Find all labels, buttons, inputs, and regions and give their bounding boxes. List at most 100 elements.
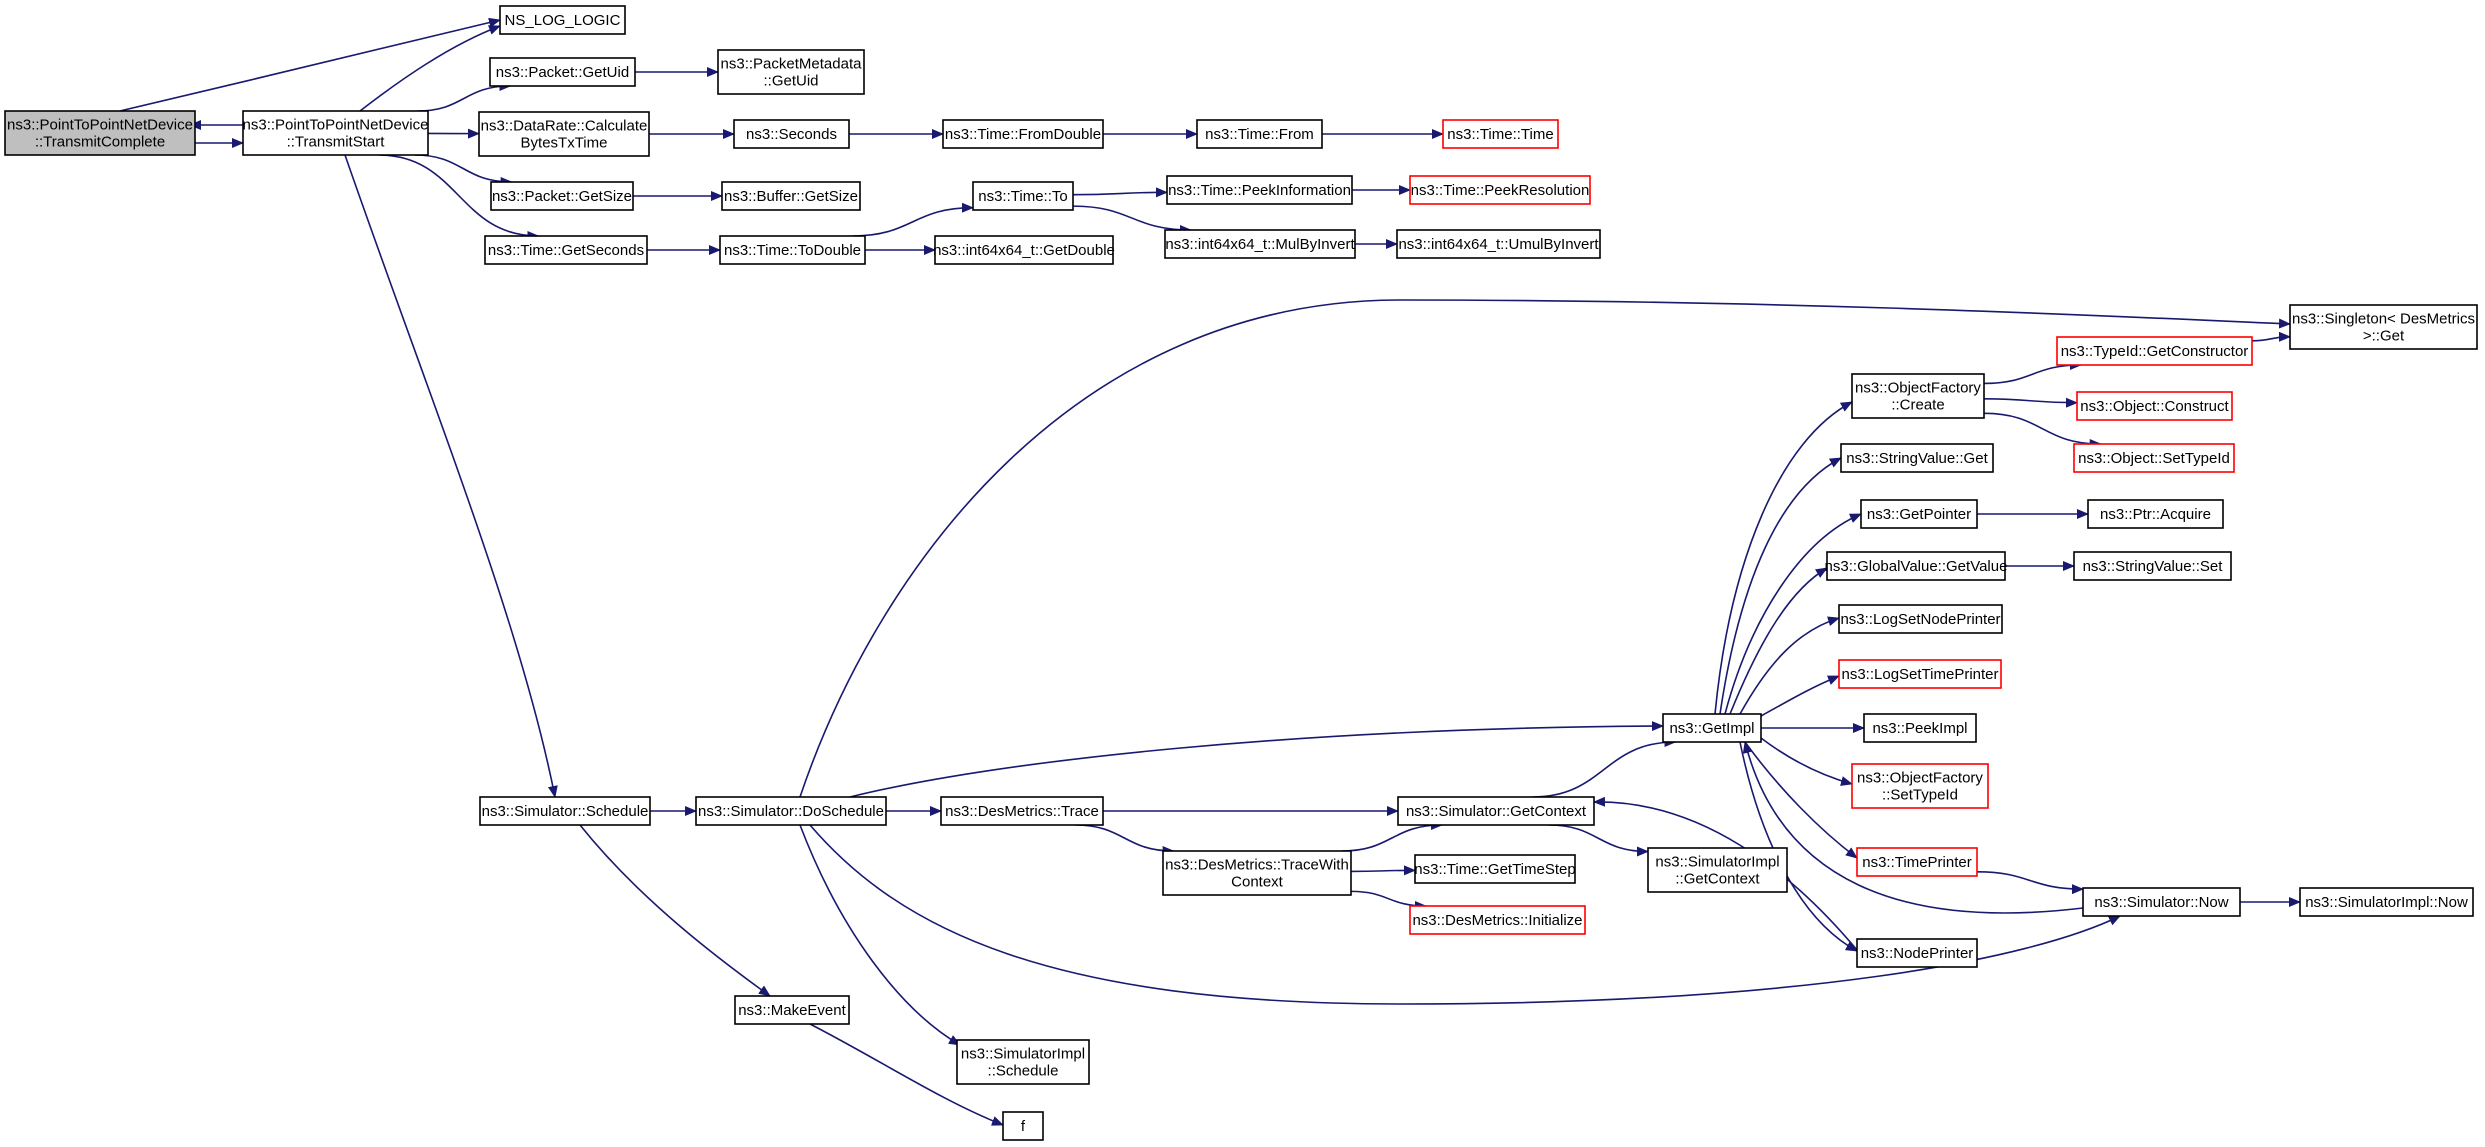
graph-node-tpi[interactable]: ns3::Time::PeekInformation — [1166, 175, 1353, 205]
graph-node-igd[interactable]: ns3::int64x64_t::GetDouble — [933, 235, 1115, 265]
node-box — [242, 110, 429, 156]
graph-node-sinow[interactable]: ns3::SimulatorImpl::Now — [2299, 887, 2474, 917]
edge-ofc-to-tigc — [1983, 360, 2082, 385]
graph-node-tgs[interactable]: ns3::Time::GetSeconds — [484, 235, 648, 265]
node-label: ns3::Object::Construct — [2080, 398, 2229, 415]
edge-ts-to-tgs — [378, 154, 540, 241]
edge-dos-to-sis — [799, 824, 961, 1046]
graph-node-sec[interactable]: ns3::Seconds — [733, 119, 850, 149]
graph-node-imbi[interactable]: ns3::int64x64_t::MulByInvert — [1164, 229, 1356, 259]
node-box — [2082, 887, 2241, 917]
graph-node-gvgv[interactable]: ns3::GlobalValue::GetValue — [1825, 551, 2008, 581]
edge-ofc-to-oc — [1983, 397, 2078, 408]
graph-node-dmi[interactable]: ns3::DesMetrics::Initialize — [1409, 905, 1586, 935]
node-label: ::Create — [1891, 397, 1944, 414]
graph-node-ofst[interactable]: ns3::ObjectFactory::SetTypeId — [1851, 763, 1989, 809]
graph-node-snow[interactable]: ns3::Simulator::Now — [2082, 887, 2241, 917]
node-label: ns3::Simulator::GetContext — [1406, 803, 1587, 820]
node-box — [1863, 713, 1977, 743]
graph-node-tigc[interactable]: ns3::TypeId::GetConstructor — [2056, 336, 2253, 366]
edge-tto-to-tpi — [1072, 187, 1168, 198]
node-box — [1442, 119, 1559, 149]
node-label: ns3::Ptr::Acquire — [2100, 506, 2211, 523]
graph-node-ttd[interactable]: ns3::Time::ToDouble — [719, 235, 866, 265]
graph-node-tgts[interactable]: ns3::Time::GetTimeStep — [1414, 854, 1576, 884]
node-label: ns3::Simulator::DoSchedule — [698, 803, 884, 820]
graph-node-sis[interactable]: ns3::SimulatorImpl::Schedule — [956, 1039, 1090, 1085]
node-box — [972, 181, 1074, 211]
graph-node-sgc[interactable]: ns3::Simulator::GetContext — [1397, 796, 1595, 826]
graph-node-dos[interactable]: ns3::Simulator::DoSchedule — [695, 796, 887, 826]
graph-node-pgs[interactable]: ns3::Packet::GetSize — [490, 181, 634, 211]
graph-node-tpr[interactable]: ns3::Time::PeekResolution — [1409, 175, 1591, 205]
node-box — [479, 796, 651, 826]
node-label: ::TransmitStart — [287, 134, 386, 151]
graph-node-ts[interactable]: ns3::PointToPointNetDevice::TransmitStar… — [242, 110, 429, 156]
edge-tc-to-nslog — [119, 17, 501, 112]
graph-node-pmgu[interactable]: ns3::PacketMetadata::GetUid — [717, 49, 865, 95]
graph-node-lsnp[interactable]: ns3::LogSetNodePrinter — [1838, 604, 2003, 634]
graph-node-lstp[interactable]: ns3::LogSetTimePrinter — [1838, 659, 2002, 689]
graph-node-oc[interactable]: ns3::Object::Construct — [2076, 391, 2233, 421]
graph-node-tto[interactable]: ns3::Time::To — [972, 181, 1074, 211]
node-box — [956, 1039, 1090, 1085]
node-label: ns3::Seconds — [746, 126, 837, 143]
graph-node-pi[interactable]: ns3::PeekImpl — [1863, 713, 1977, 743]
edge-ts-to-sch — [344, 154, 558, 798]
graph-node-dmt[interactable]: ns3::DesMetrics::Trace — [940, 796, 1104, 826]
node-label: ns3::ObjectFactory — [1855, 380, 1981, 397]
node-box — [1397, 796, 1595, 826]
node-box — [1826, 551, 2006, 581]
node-label: ::GetUid — [763, 73, 818, 90]
graph-node-iumbi[interactable]: ns3::int64x64_t::UmulByInvert — [1396, 229, 1601, 259]
graph-node-gp[interactable]: ns3::GetPointer — [1860, 499, 1978, 529]
node-box — [1840, 443, 1994, 473]
node-label: ns3::StringValue::Set — [2083, 558, 2224, 575]
edge-dmtwc-to-sgc — [1341, 820, 1444, 852]
node-label: ns3::TypeId::GetConstructor — [2061, 343, 2249, 360]
node-box — [717, 49, 865, 95]
node-label: ns3::TimePrinter — [1862, 854, 1971, 871]
edge-tp-to-snow — [1976, 871, 2084, 895]
graph-node-pgu[interactable]: ns3::Packet::GetUid — [489, 57, 636, 87]
graph-node-svs[interactable]: ns3::StringValue::Set — [2073, 551, 2232, 581]
graph-node-me[interactable]: ns3::MakeEvent — [734, 995, 850, 1025]
node-label: ns3::NodePrinter — [1861, 945, 1974, 962]
graph-node-sigc[interactable]: ns3::SimulatorImpl::GetContext — [1647, 847, 1788, 893]
edge-gi-to-lsnp — [1739, 616, 1840, 715]
graph-node-tfrom[interactable]: ns3::Time::From — [1196, 119, 1323, 149]
edge-ts-to-pgs — [414, 154, 513, 187]
graph-node-tc[interactable]: ns3::PointToPointNetDevice::TransmitComp… — [4, 110, 196, 156]
graph-node-tfd[interactable]: ns3::Time::FromDouble — [942, 119, 1104, 149]
node-box — [484, 235, 648, 265]
edge-dmtwc-to-dmi — [1350, 890, 1427, 911]
graph-node-bgs[interactable]: ns3::Buffer::GetSize — [721, 181, 861, 211]
graph-node-ttime[interactable]: ns3::Time::Time — [1442, 119, 1559, 149]
graph-node-pacq[interactable]: ns3::Ptr::Acquire — [2087, 499, 2224, 529]
node-label: >::Get — [2363, 328, 2405, 345]
edge-dos-to-gi — [849, 721, 1664, 798]
graph-node-f[interactable]: f — [1002, 1111, 1044, 1141]
graph-node-tp[interactable]: ns3::TimePrinter — [1856, 847, 1978, 877]
node-label: ns3::Packet::GetUid — [496, 64, 629, 81]
graph-node-np[interactable]: ns3::NodePrinter — [1856, 938, 1978, 968]
node-label: ns3::Time::FromDouble — [945, 126, 1101, 143]
graph-node-ofc[interactable]: ns3::ObjectFactory::Create — [1851, 373, 1985, 419]
graph-node-ost[interactable]: ns3::Object::SetTypeId — [2073, 443, 2235, 473]
graph-node-nslog[interactable]: NS_LOG_LOGIC — [499, 5, 626, 35]
graph-node-svg[interactable]: ns3::StringValue::Get — [1840, 443, 1994, 473]
node-box — [499, 5, 626, 35]
edge-gi-to-svg — [1719, 457, 1842, 715]
graph-node-sch[interactable]: ns3::Simulator::Schedule — [479, 796, 651, 826]
graph-node-gi[interactable]: ns3::GetImpl — [1662, 713, 1762, 743]
graph-node-sing[interactable]: ns3::Singleton< DesMetrics>::Get — [2289, 304, 2478, 350]
node-box — [1851, 763, 1989, 809]
node-label: ns3::Time::ToDouble — [724, 242, 861, 259]
edge-gi-to-tp — [1744, 741, 1858, 859]
node-box — [940, 796, 1104, 826]
node-label: ns3::GetPointer — [1867, 506, 1971, 523]
edge-gi-to-ofst — [1760, 737, 1853, 786]
edge-gi-to-np — [1739, 741, 1858, 952]
